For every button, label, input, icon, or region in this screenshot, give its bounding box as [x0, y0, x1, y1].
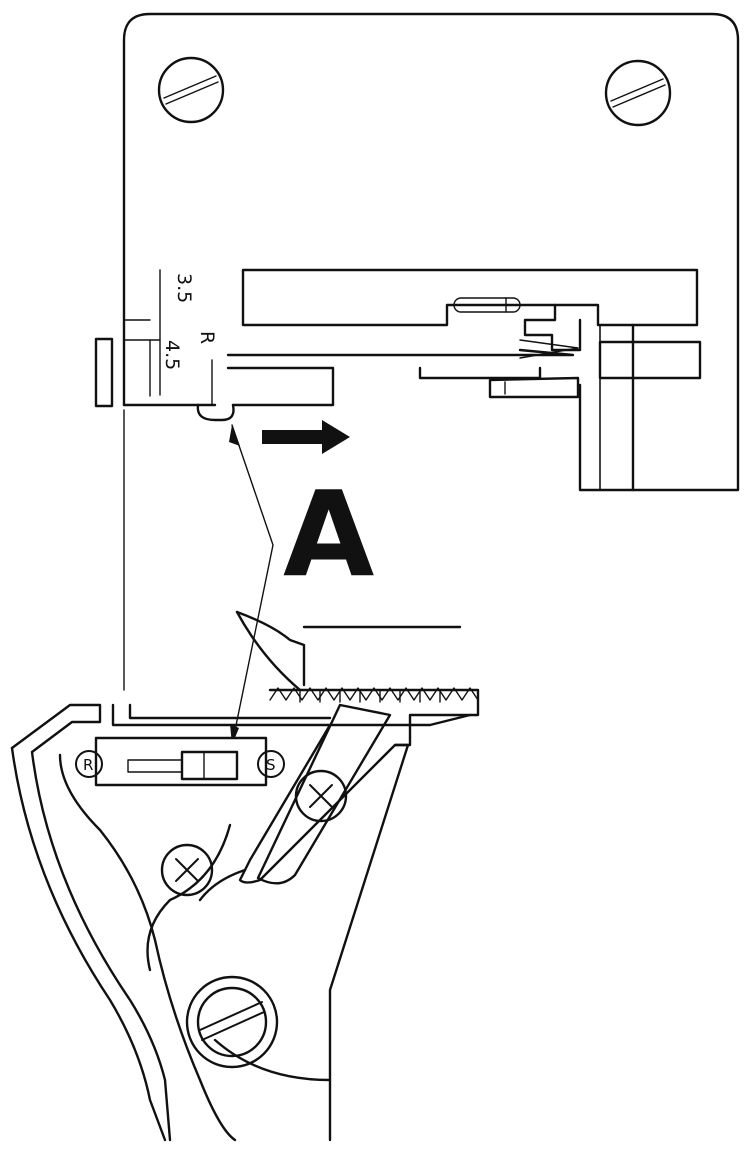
arrow-right-icon [262, 420, 350, 454]
mark-r: R [196, 331, 218, 344]
lower-mechanism: R S [10, 610, 480, 1142]
leader-lines [229, 424, 274, 746]
svg-text:R: R [83, 756, 93, 774]
dimension-marks: 3.5 4.5 R [123, 269, 218, 406]
slotted-screw-icon [604, 59, 672, 127]
cross-screw-icon [294, 769, 348, 823]
cross-screw-icon [160, 843, 214, 897]
dimension-4-5: 4.5 [161, 340, 183, 370]
upper-plate [122, 12, 740, 492]
feed-block [226, 268, 702, 492]
view-letter: A [283, 465, 374, 603]
s-circle: S [257, 750, 285, 778]
needle-point [196, 403, 235, 422]
slotted-screw-icon [185, 975, 279, 1069]
slotted-screw-icon [157, 56, 225, 124]
r-circle: R [75, 750, 103, 778]
dimension-3-5: 3.5 [173, 273, 195, 303]
svg-text:S: S [266, 756, 276, 774]
left-tab [94, 337, 114, 408]
